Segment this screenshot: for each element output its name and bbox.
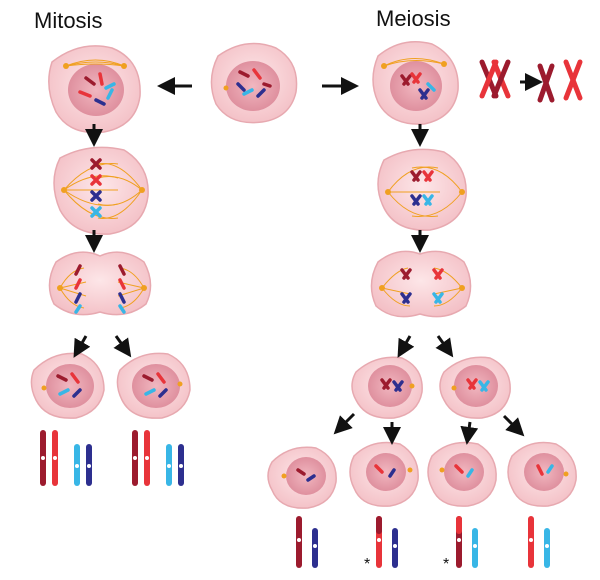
cell-icon <box>372 41 459 125</box>
cell-icon <box>210 42 298 124</box>
cell-icon <box>30 352 105 419</box>
cell-icon <box>377 148 467 231</box>
cell-icon <box>48 251 152 316</box>
mitosis-title: Mitosis <box>34 8 103 33</box>
meiosis-title: Meiosis <box>376 6 451 31</box>
cell-icon <box>370 250 472 318</box>
asterisk-marker: * <box>443 556 450 573</box>
arrow-icon <box>73 73 543 445</box>
asterisk-marker: * <box>364 556 371 573</box>
cell-icon <box>427 441 497 507</box>
chromosome-icon <box>376 516 382 534</box>
cell-icon <box>349 441 419 507</box>
chromosome-icon <box>479 59 583 103</box>
cell-icon <box>48 45 141 134</box>
cell-icon <box>267 446 337 509</box>
spindle-icon <box>41 61 569 479</box>
cell-icon <box>507 441 577 507</box>
chromosome-icon <box>456 516 462 534</box>
chromosome-icon <box>56 68 554 482</box>
chromosome-bars <box>40 430 550 568</box>
